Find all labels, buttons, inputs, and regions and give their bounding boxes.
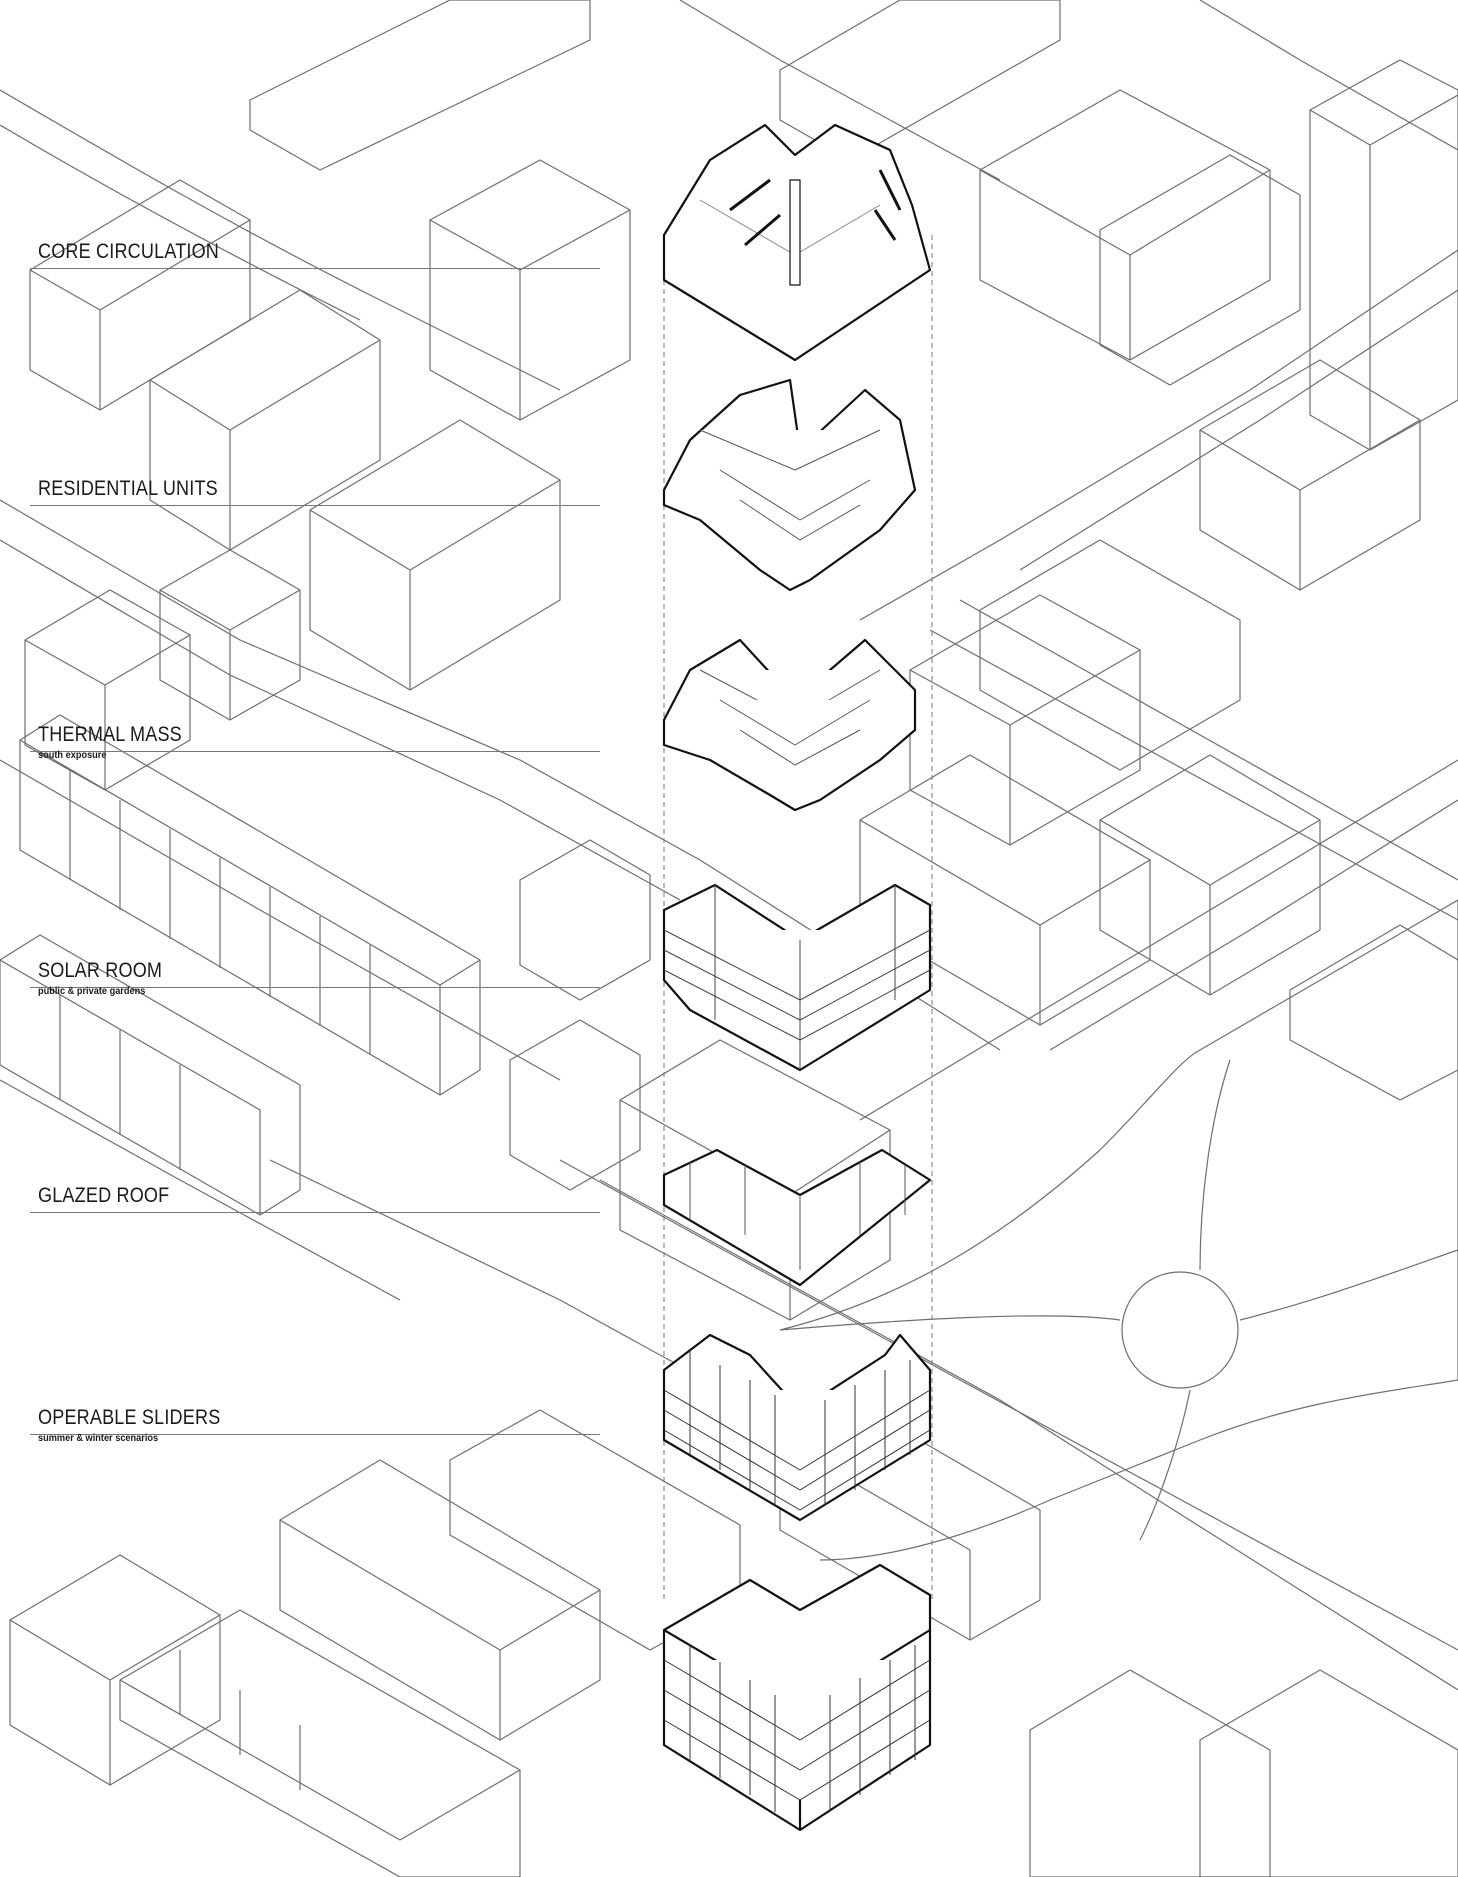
label-title: RESIDENTIAL UNITS (38, 477, 218, 500)
row-houses (0, 714, 481, 1216)
label-subtitle: south exposure (38, 750, 107, 761)
layer-solar-room (662, 883, 932, 1072)
park-boundary (779, 899, 1458, 1561)
leader-line-glazed-roof (30, 1212, 600, 1213)
roundabout (1121, 1271, 1239, 1389)
label-subtitle: summer & winter scenarios (38, 1433, 159, 1444)
park-path (1239, 1249, 1458, 1321)
label-core-circulation: CORE CIRCULATION (38, 240, 249, 264)
label-title: THERMAL MASS (38, 723, 182, 746)
street-edge (599, 1179, 1458, 1691)
street-edge (1049, 799, 1458, 1051)
park-path (1199, 1059, 1231, 1271)
street-edge (959, 599, 1458, 881)
block-cluster-top (249, 0, 1458, 451)
street-edge (859, 249, 1458, 621)
leader-line-solar-room (30, 987, 600, 988)
label-residential-units: RESIDENTIAL UNITS (38, 477, 247, 501)
street-edge (0, 539, 681, 901)
leader-line-residential-units (30, 505, 600, 506)
label-title: OPERABLE SLIDERS (38, 1406, 221, 1429)
layer-thermal-mass (662, 638, 917, 812)
label-title: GLAZED ROOF (38, 1184, 170, 1207)
street-edge (1199, 0, 1458, 151)
leader-line-operable-sliders (30, 1434, 600, 1435)
label-title: CORE CIRCULATION (38, 240, 220, 263)
street-edge (859, 759, 1458, 1121)
leader-line-thermal-mass (30, 751, 600, 752)
label-thermal-mass: THERMAL MASS south exposure (38, 723, 205, 761)
gabled-houses (9, 1409, 741, 1877)
street-edge (0, 124, 361, 321)
block-cluster-right (859, 359, 1458, 1101)
park-path (779, 1315, 1121, 1331)
label-operable-sliders: OPERABLE SLIDERS summer & winter scenari… (38, 1406, 250, 1444)
park-path (1139, 1389, 1191, 1541)
label-subtitle: public & private gardens (38, 986, 146, 997)
street-edge (679, 0, 1001, 181)
exploded-stack (662, 123, 932, 1832)
adjacent-buildings (509, 839, 1458, 1877)
label-solar-room: SOLAR ROOM public & private gardens (38, 959, 182, 997)
label-glazed-roof: GLAZED ROOF (38, 1184, 191, 1208)
layer-glazed-roof (662, 1148, 932, 1287)
street-edge (0, 1079, 401, 1301)
block-cluster-left (24, 179, 561, 791)
layer-operable-sliders (662, 1333, 932, 1522)
street-edge (1019, 289, 1458, 571)
layer-core-circulation (662, 123, 932, 362)
leader-line-core-circulation (30, 268, 600, 269)
street-edge (559, 1159, 1458, 1651)
label-title: SOLAR ROOM (38, 959, 163, 982)
layer-base-building (662, 1563, 932, 1832)
street-edge (0, 89, 561, 391)
layer-residential-units (662, 378, 917, 592)
street-edge (929, 629, 1458, 921)
street-edge (0, 759, 561, 1081)
